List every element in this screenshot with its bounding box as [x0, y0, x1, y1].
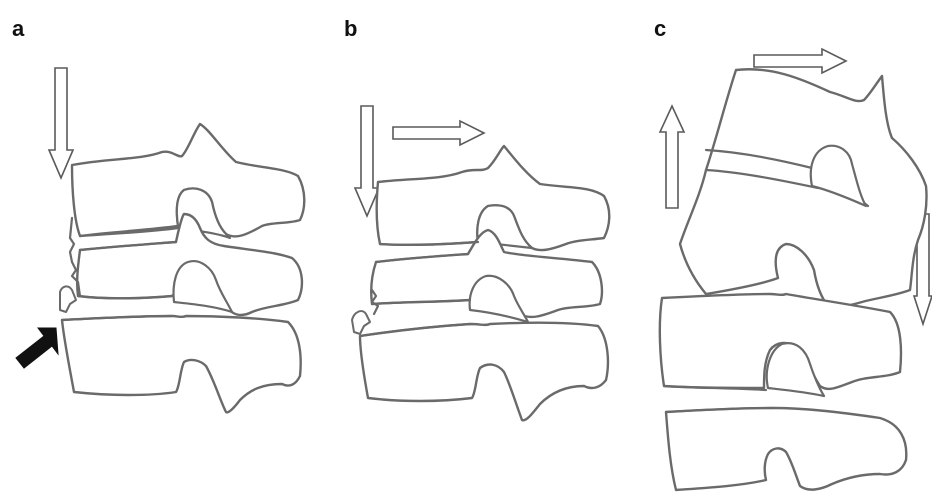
vertebra-displaced-upper	[680, 69, 927, 307]
vertebra-lower	[62, 316, 301, 412]
bone-fragment	[352, 311, 370, 334]
compression-arrow-icon	[355, 106, 379, 216]
translation-arrow-icon	[393, 121, 484, 145]
panel-a	[16, 68, 304, 412]
translation-arrow-icon	[754, 49, 846, 73]
panel-b	[352, 106, 609, 420]
black-pointer-arrow-icon	[16, 328, 58, 368]
panel-c	[660, 49, 932, 490]
disc-space-lower	[664, 386, 774, 412]
distraction-arrow-icon	[660, 106, 684, 208]
bone-fragment	[60, 286, 76, 312]
vertebra-lower	[360, 323, 608, 421]
compression-arrow-icon	[49, 68, 73, 178]
vertebra-lower-2	[666, 408, 906, 490]
